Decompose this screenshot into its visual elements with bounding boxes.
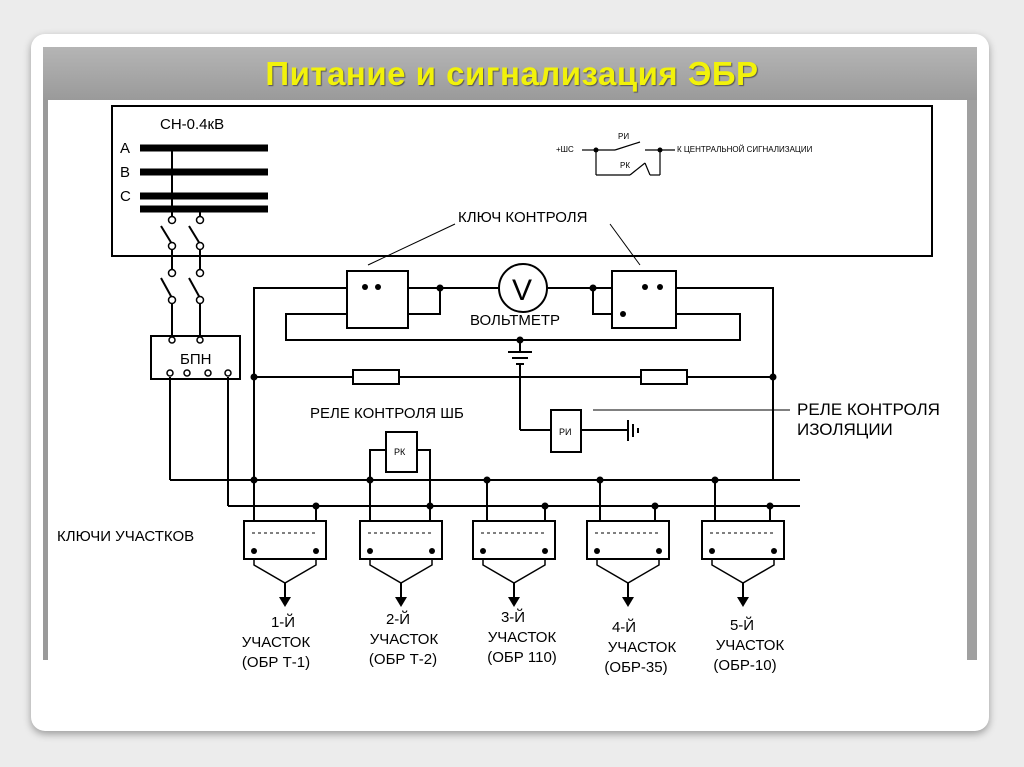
bpn-label: БПН <box>180 351 211 368</box>
section-3-line2: УЧАСТОК <box>488 629 557 646</box>
section-key-2 <box>359 480 443 607</box>
section-2-line2: УЧАСТОК <box>370 631 439 648</box>
resistor-right <box>640 369 688 385</box>
insulation-relay-label-2: ИЗОЛЯЦИИ <box>797 420 893 439</box>
rk-relay-box <box>385 431 418 473</box>
section-key-4 <box>586 480 670 607</box>
section-5-line3: (ОБР-10) <box>713 657 776 674</box>
section-1-line2: УЧАСТОК <box>242 634 311 651</box>
control-key-box-left <box>346 270 409 329</box>
voltmeter-label: ВОЛЬТМЕТР <box>470 312 560 329</box>
slide-title: Питание и сигнализация ЭБР <box>265 55 759 92</box>
section-4-line3: (ОБР-35) <box>604 659 667 676</box>
section-5-line2: УЧАСТОК <box>716 637 785 654</box>
busbar-label: СН-0.4кВ <box>160 116 224 133</box>
signal-rk-label: РК <box>620 161 630 170</box>
section-2-line3: (ОБР Т-2) <box>369 651 437 668</box>
phase-b-label: В <box>120 164 130 181</box>
insulation-relay-box <box>550 409 582 453</box>
section-4-line2: УЧАСТОК <box>608 639 677 656</box>
signal-output-label: К ЦЕНТРАЛЬНОЙ СИГНАЛИЗАЦИИ <box>677 145 813 154</box>
rk-label: РК <box>394 447 406 457</box>
section-1-line3: (ОБР Т-1) <box>242 654 310 671</box>
left-accent-bar <box>43 100 48 660</box>
resistor-left <box>352 369 400 385</box>
substation-frame <box>111 105 933 257</box>
signal-input-label: +ШС <box>556 145 574 154</box>
phase-a-label: А <box>120 140 130 157</box>
section-2-line1: 2-Й <box>386 610 410 628</box>
section-5-line1: 5-Й <box>730 616 754 634</box>
relay-sb-label: РЕЛЕ КОНТРОЛЯ ШБ <box>310 405 464 422</box>
ri-label: РИ <box>559 427 571 437</box>
title-bar <box>43 47 977 100</box>
section-key-5 <box>701 480 785 607</box>
section-4-line1: 4-Й <box>612 618 636 636</box>
section-1-line1: 1-Й <box>271 613 295 631</box>
control-key-label: КЛЮЧ КОНТРОЛЯ <box>458 209 588 226</box>
control-key-box-right <box>611 270 677 329</box>
central-signal-circuit <box>582 141 675 176</box>
phase-c-label: С <box>120 188 131 205</box>
signal-ri-label: РИ <box>618 132 629 141</box>
voltmeter-symbol-label: V <box>512 274 532 307</box>
right-accent-bar <box>967 100 977 660</box>
section-3-line3: (ОБР 110) <box>487 649 557 666</box>
section-keys-label: КЛЮЧИ УЧАСТКОВ <box>57 528 194 545</box>
voltmeter-symbol <box>498 263 548 313</box>
section-3-line1: 3-Й <box>501 608 525 626</box>
section-key-1 <box>243 480 327 607</box>
section-key-3 <box>472 480 556 607</box>
insulation-relay-label-1: РЕЛЕ КОНТРОЛЯ <box>797 400 940 419</box>
